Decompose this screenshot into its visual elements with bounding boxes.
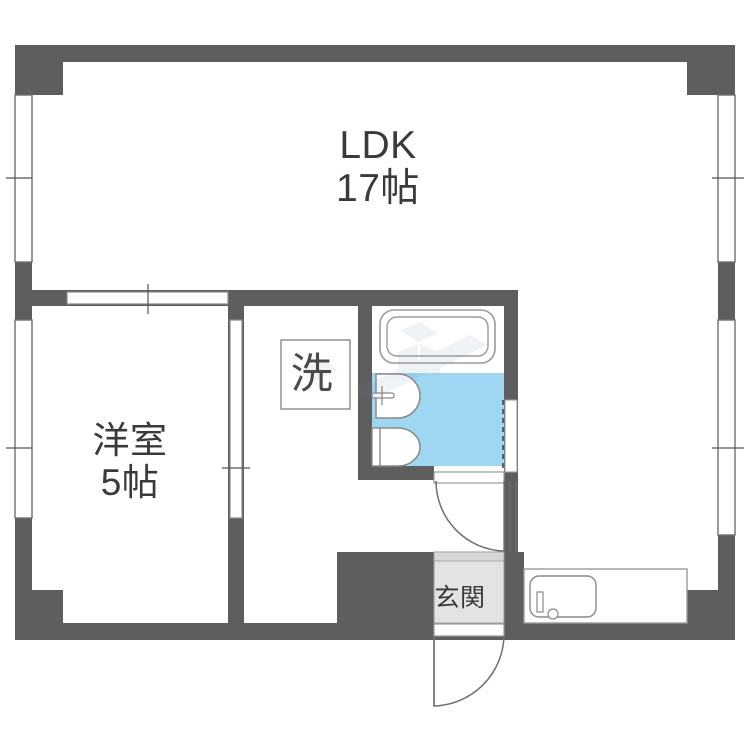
genkan-area	[433, 551, 505, 624]
washing-machine-space	[280, 339, 351, 410]
kitchen-sink-counter	[523, 568, 688, 624]
bathroom-sliding-panel[interactable]	[502, 399, 518, 473]
room-label-bedroom-size: 5帖	[100, 461, 160, 503]
room-label-ldk-name: LDK	[339, 124, 417, 167]
genkan-label: 玄関	[434, 584, 486, 612]
bedroom-sliding-door[interactable]	[222, 319, 250, 519]
room-label-ldk: LDK 17帖	[268, 124, 488, 210]
bedroom-top-window	[66, 284, 229, 314]
toilet-icon	[371, 427, 421, 467]
ldk-right-lower-window	[712, 319, 744, 536]
washing-machine-label: 洗	[290, 350, 334, 397]
room-label-ldk-size: 17帖	[336, 166, 420, 210]
ldk-left-window	[6, 94, 33, 263]
windows	[6, 94, 744, 536]
bathtub	[379, 309, 496, 364]
room-label-bedroom: 洋室 5帖	[40, 420, 220, 503]
room-label-bedroom-name: 洋室	[92, 420, 168, 461]
bathroom-swing-door[interactable]	[433, 471, 517, 552]
bedroom-left-window	[6, 319, 33, 519]
ldk-right-window	[712, 94, 744, 263]
entrance-swing-door[interactable]	[433, 623, 505, 707]
washbasin-icon	[371, 373, 421, 419]
